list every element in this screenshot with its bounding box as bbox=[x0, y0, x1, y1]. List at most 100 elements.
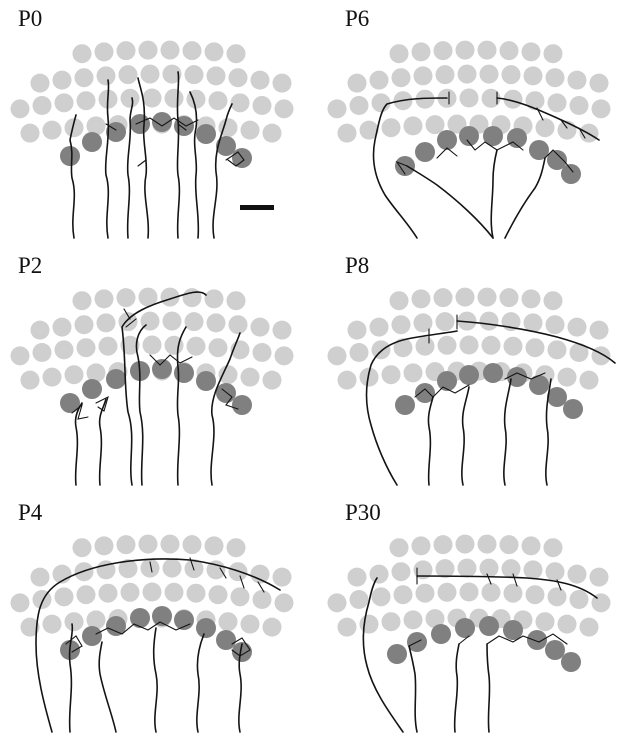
outer-hair-cell bbox=[412, 536, 431, 555]
inner-hair-cell bbox=[459, 365, 479, 385]
outer-hair-cell bbox=[209, 585, 228, 604]
outer-hair-cell bbox=[73, 44, 92, 63]
cochlea-diagram bbox=[317, 247, 633, 493]
outer-hair-cell bbox=[438, 336, 457, 355]
outer-hair-cell bbox=[187, 337, 206, 356]
outer-hair-cell bbox=[390, 44, 409, 63]
inner-hair-cell bbox=[82, 626, 102, 646]
inner-hair-cell bbox=[60, 146, 80, 166]
outer-hair-cell bbox=[524, 66, 543, 85]
outer-hair-cell bbox=[434, 535, 453, 554]
outer-hair-cell bbox=[75, 68, 94, 87]
outer-hair-cell bbox=[183, 288, 202, 307]
outer-hair-cell bbox=[251, 318, 270, 337]
outer-hair-cell bbox=[263, 124, 282, 143]
outer-hair-cell bbox=[592, 99, 611, 118]
outer-hair-cell bbox=[568, 318, 587, 337]
outer-hair-cell bbox=[143, 336, 162, 355]
outer-hair-cell bbox=[360, 615, 379, 634]
outer-hair-cell bbox=[185, 312, 204, 331]
outer-hair-cell bbox=[161, 535, 180, 554]
outer-hair-cell bbox=[328, 99, 347, 118]
outer-hair-cell bbox=[524, 560, 543, 579]
outer-hair-cell bbox=[33, 590, 52, 609]
outer-hair-cell bbox=[77, 585, 96, 604]
inner-hair-cell bbox=[479, 616, 499, 636]
outer-hair-cell bbox=[348, 568, 367, 587]
outer-hair-cell bbox=[227, 538, 246, 557]
outer-hair-cell bbox=[414, 66, 433, 85]
outer-hair-cell bbox=[460, 583, 479, 602]
outer-hair-cell bbox=[73, 538, 92, 557]
outer-hair-cell bbox=[526, 91, 545, 110]
outer-hair-cell bbox=[219, 365, 238, 384]
cochlea-diagram bbox=[317, 0, 633, 246]
outer-hair-cell bbox=[273, 321, 292, 340]
outer-hair-cell bbox=[536, 612, 555, 631]
inner-hair-cell bbox=[174, 363, 194, 383]
outer-hair-cell bbox=[95, 289, 114, 308]
inner-hair-cell bbox=[174, 116, 194, 136]
outer-hair-cell bbox=[590, 568, 609, 587]
outer-hair-cell bbox=[227, 44, 246, 63]
outer-hair-cell bbox=[436, 312, 455, 331]
inner-hair-cell bbox=[130, 114, 150, 134]
outer-hair-cell bbox=[382, 365, 401, 384]
outer-hair-cell bbox=[263, 618, 282, 637]
inner-hair-cell bbox=[483, 363, 503, 383]
inner-hair-cell bbox=[415, 142, 435, 162]
outer-hair-cell bbox=[544, 291, 563, 310]
outer-hair-cell bbox=[163, 312, 182, 331]
outer-hair-cell bbox=[253, 590, 272, 609]
outer-hair-cell bbox=[568, 565, 587, 584]
outer-hair-cell bbox=[65, 612, 84, 631]
outer-hair-cell bbox=[458, 65, 477, 84]
outer-hair-cell bbox=[95, 536, 114, 555]
panel-p0: P0 bbox=[0, 0, 316, 246]
outer-hair-cell bbox=[11, 346, 30, 365]
outer-hair-cell bbox=[478, 535, 497, 554]
inner-hair-cell bbox=[455, 618, 475, 638]
outer-hair-cell bbox=[77, 338, 96, 357]
outer-hair-cell bbox=[273, 568, 292, 587]
outer-hair-cell bbox=[350, 96, 369, 115]
outer-hair-cell bbox=[205, 289, 224, 308]
outer-hair-cell bbox=[31, 568, 50, 587]
outer-hair-cell bbox=[392, 562, 411, 581]
outer-hair-cell bbox=[544, 44, 563, 63]
cochlea-diagram bbox=[0, 494, 316, 740]
outer-hair-cell bbox=[207, 66, 226, 85]
outer-hair-cell bbox=[382, 612, 401, 631]
outer-hair-cell bbox=[241, 121, 260, 140]
outer-hair-cell bbox=[480, 312, 499, 331]
panel-p2: P2 bbox=[0, 247, 316, 493]
outer-hair-cell bbox=[370, 565, 389, 584]
outer-hair-cell bbox=[478, 288, 497, 307]
outer-hair-cell bbox=[251, 565, 270, 584]
outer-hair-cell bbox=[121, 583, 140, 602]
outer-hair-cell bbox=[348, 321, 367, 340]
inner-hair-cell bbox=[82, 379, 102, 399]
outer-hair-cell bbox=[478, 41, 497, 60]
outer-hair-cell bbox=[350, 343, 369, 362]
outer-hair-cell bbox=[348, 74, 367, 93]
outer-hair-cell bbox=[11, 593, 30, 612]
outer-hair-cell bbox=[502, 559, 521, 578]
outer-hair-cell bbox=[536, 118, 555, 137]
outer-hair-cell bbox=[548, 93, 567, 112]
outer-hair-cell bbox=[119, 65, 138, 84]
inner-hair-cell bbox=[106, 369, 126, 389]
inner-hair-cell bbox=[216, 383, 236, 403]
outer-hair-cell bbox=[416, 584, 435, 603]
outer-hair-cell bbox=[412, 289, 431, 308]
outer-hair-cell bbox=[43, 368, 62, 387]
panel-p6: P6 bbox=[317, 0, 633, 246]
outer-hair-cell bbox=[338, 618, 357, 637]
outer-hair-cell bbox=[338, 371, 357, 390]
outer-hair-cell bbox=[438, 583, 457, 602]
outer-hair-cell bbox=[546, 315, 565, 334]
inner-hair-cell bbox=[216, 136, 236, 156]
outer-hair-cell bbox=[456, 535, 475, 554]
inner-hair-cell bbox=[232, 395, 252, 415]
outer-hair-cell bbox=[43, 615, 62, 634]
